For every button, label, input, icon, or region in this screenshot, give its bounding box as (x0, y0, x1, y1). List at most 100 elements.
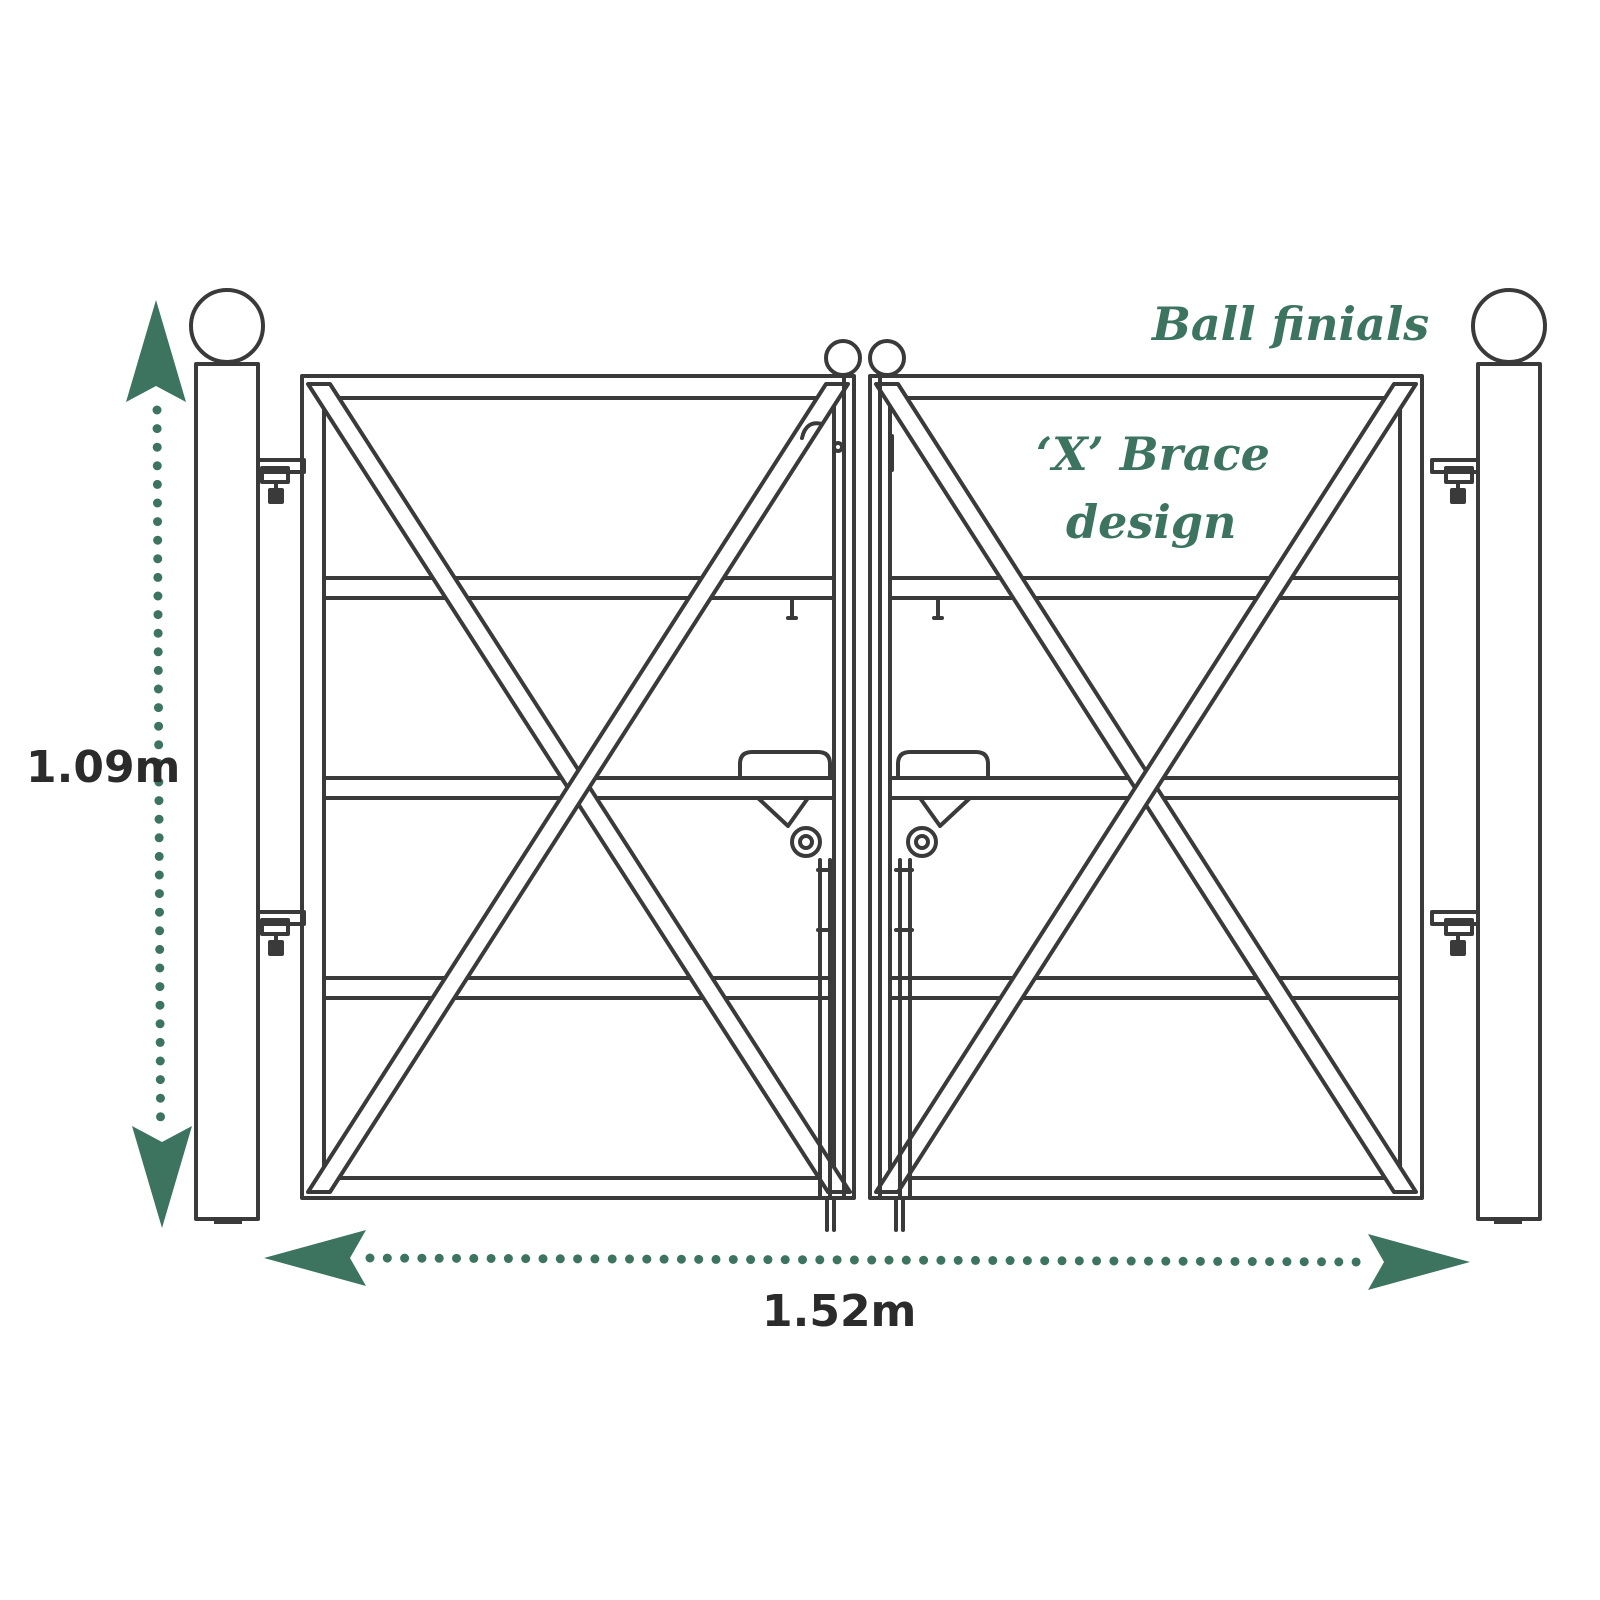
width-dotted-line (365, 1253, 1361, 1267)
width-dot (867, 1255, 877, 1265)
height-dot (155, 1037, 165, 1047)
height-dot (153, 703, 163, 713)
left-hinge-bottom (256, 910, 306, 956)
left-gate-rail-3 (322, 976, 836, 1000)
width-dot (1109, 1256, 1119, 1266)
width-dot (711, 1254, 721, 1264)
height-dot (155, 1056, 165, 1066)
height-dot (154, 777, 164, 787)
height-dot (152, 479, 162, 489)
width-dot (815, 1255, 825, 1265)
height-arrow-down-icon (132, 1126, 192, 1228)
height-dot (155, 926, 165, 936)
width-dot (884, 1255, 894, 1265)
right-gate-frame-outer (868, 374, 1424, 1200)
width-dot (1005, 1256, 1015, 1266)
width-dot (538, 1254, 548, 1264)
width-dot (521, 1254, 531, 1264)
width-dot (728, 1254, 738, 1264)
height-dimension (126, 300, 192, 1228)
width-dot (694, 1254, 704, 1264)
width-dot (919, 1255, 929, 1265)
height-dot (153, 684, 163, 694)
width-dot (1282, 1257, 1292, 1267)
height-dot (153, 628, 163, 638)
width-dot (642, 1254, 652, 1264)
height-dot (154, 740, 164, 750)
height-dot (155, 1019, 165, 1029)
width-dot (1178, 1256, 1188, 1266)
width-dot (676, 1254, 686, 1264)
width-dot (659, 1254, 669, 1264)
width-dot (1040, 1256, 1050, 1266)
width-dot (1092, 1256, 1102, 1266)
width-dot (1230, 1256, 1240, 1266)
right-gate-leaf (868, 339, 1424, 1232)
height-dot (154, 758, 164, 768)
width-dot (555, 1254, 565, 1264)
width-dot (607, 1254, 617, 1264)
width-dot (798, 1255, 807, 1265)
height-label: 1.09m (26, 742, 180, 793)
right-gate-ring (868, 339, 906, 377)
width-dot (417, 1253, 427, 1263)
height-dot (152, 498, 162, 508)
height-dot (155, 1075, 165, 1085)
right-gate-latch-handle (896, 750, 990, 780)
height-dot (154, 814, 164, 824)
height-arrow-up-icon (126, 300, 186, 402)
left-ball-finial (189, 288, 265, 364)
width-dot (486, 1253, 496, 1263)
brace-annotation-line2: design (1066, 495, 1236, 549)
width-dot (503, 1254, 513, 1264)
height-dot (152, 405, 162, 415)
width-dot (382, 1253, 392, 1263)
left-gate-leaf (300, 339, 862, 1232)
left-gate-brace-b (306, 382, 850, 1194)
width-dot (1351, 1257, 1361, 1267)
right-ball-finial (1471, 288, 1547, 364)
right-hinge-top (1430, 458, 1480, 504)
height-dot (153, 554, 163, 564)
width-dot (849, 1255, 859, 1265)
height-dot (155, 907, 165, 917)
width-dot (1144, 1256, 1153, 1266)
width-dot (1265, 1257, 1275, 1267)
width-dot (763, 1255, 773, 1265)
width-dot (936, 1255, 946, 1265)
width-dot (1334, 1257, 1344, 1267)
finials-annotation: Ball finials (1150, 297, 1429, 351)
width-arrow-left-icon (264, 1230, 366, 1286)
height-dot (154, 851, 164, 861)
width-dot (953, 1255, 963, 1265)
height-dot (155, 944, 165, 954)
width-dot (971, 1255, 980, 1265)
height-dot (153, 572, 163, 582)
height-dot (153, 591, 163, 601)
width-dimension (264, 1230, 1470, 1290)
width-dot (469, 1253, 479, 1263)
height-dotted-line (152, 405, 166, 1122)
height-dot (155, 1093, 165, 1103)
right-hinge-bottom (1430, 910, 1480, 956)
width-dot (1126, 1256, 1136, 1266)
height-dot (156, 1112, 166, 1122)
width-label: 1.52m (762, 1286, 916, 1337)
width-dot (1074, 1256, 1084, 1266)
width-arrow-right-icon (1368, 1234, 1470, 1290)
height-dot (152, 461, 162, 471)
height-dot (152, 442, 162, 452)
left-gate-latch-handle (738, 750, 832, 780)
width-dot (1022, 1256, 1032, 1266)
width-dot (452, 1253, 461, 1263)
width-dot (434, 1253, 444, 1263)
height-dot (153, 610, 163, 620)
right-post (1471, 288, 1547, 1224)
width-dot (901, 1255, 911, 1265)
height-dot (154, 796, 164, 806)
width-dot (625, 1254, 634, 1264)
height-dot (153, 517, 163, 527)
right-gate-rail-3 (888, 976, 1402, 1000)
width-dot (1057, 1256, 1067, 1266)
